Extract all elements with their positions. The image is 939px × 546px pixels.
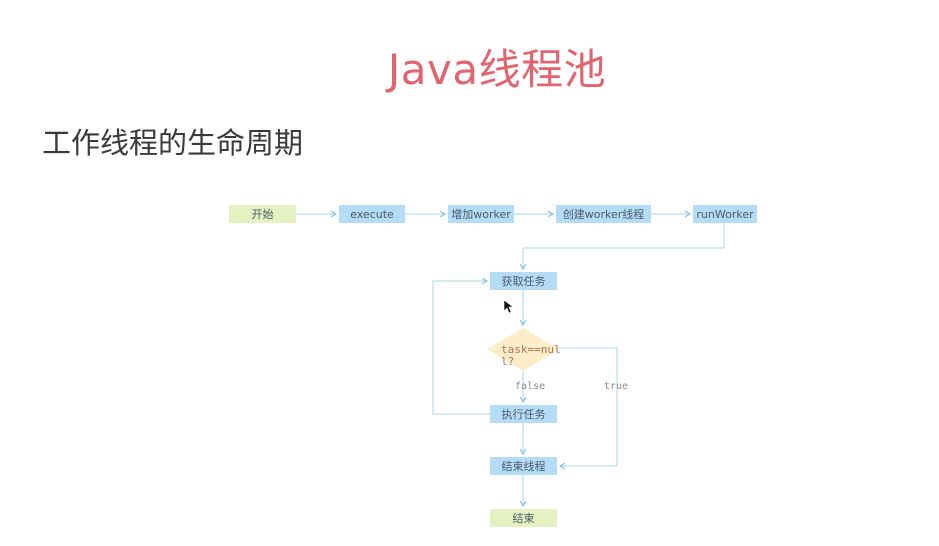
node-end-label: 结束 xyxy=(513,512,535,525)
node-create-worker: 创建worker线程 xyxy=(556,205,651,223)
node-execute: execute xyxy=(339,205,405,223)
node-end-thread: 结束线程 xyxy=(490,457,557,475)
slide-title: Java线程池 xyxy=(387,45,607,94)
node-add-worker-label: 增加worker xyxy=(451,207,511,221)
edge-label-false: false xyxy=(515,381,545,392)
node-start-label: 开始 xyxy=(252,207,274,221)
node-run-task: 执行任务 xyxy=(490,405,557,423)
node-start: 开始 xyxy=(229,205,296,223)
node-get-task-label: 获取任务 xyxy=(502,275,546,288)
node-add-worker: 增加worker xyxy=(448,205,514,223)
node-run-worker: runWorker xyxy=(693,205,757,223)
node-create-worker-label: 创建worker线程 xyxy=(563,207,645,221)
node-end: 结束 xyxy=(490,509,557,527)
node-decision-label-line2: l? xyxy=(501,355,514,368)
node-decision-label-line1: task==nul xyxy=(501,343,561,356)
node-end-thread-label: 结束线程 xyxy=(502,459,546,473)
node-get-task: 获取任务 xyxy=(490,272,557,290)
edge-runworker-gettask xyxy=(519,223,725,271)
node-run-task-label: 执行任务 xyxy=(502,407,546,421)
mouse-cursor-icon xyxy=(503,299,514,314)
node-run-worker-label: runWorker xyxy=(696,208,754,221)
edge-label-true: true xyxy=(604,381,628,392)
edge-runtask-gettask-loop xyxy=(432,277,490,415)
slide-subtitle: 工作线程的生命周期 xyxy=(42,126,304,160)
node-execute-label: execute xyxy=(350,208,394,221)
edge-decision-endthread xyxy=(558,347,618,470)
node-decision: task==nul l? xyxy=(487,328,561,371)
